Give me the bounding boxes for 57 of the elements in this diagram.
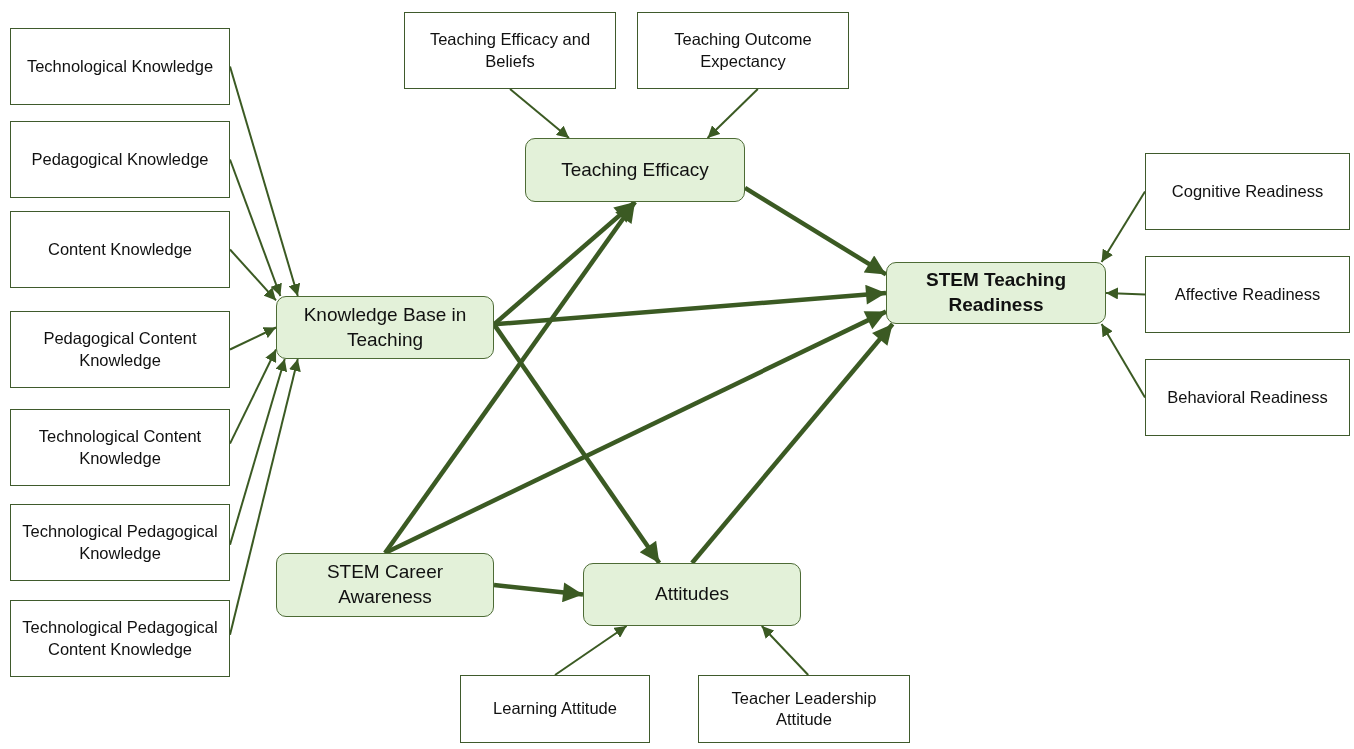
arrow [229,248,277,302]
construct-box [276,296,494,359]
node-label: Teacher Leadership Attitude [730,687,878,730]
node-label: Technological Pedagogical Content Knowledge [21,617,219,660]
node-label: STEM Teaching Readiness [924,268,1068,317]
node-label: Behavioral Readiness [1167,386,1328,408]
arrow [229,358,301,636]
construct-box [583,563,801,626]
node-label: Technological Content Knowledge [37,426,203,469]
indicator-box [10,504,230,581]
node-label: Attitudes [655,582,729,607]
arrow [229,65,301,297]
node-label: Learning Attitude [493,698,617,720]
indicator-box [10,409,230,486]
node-label: Knowledge Base in Teaching [302,302,468,352]
indicator-box [1145,153,1350,230]
node-label: Cognitive Readiness [1171,180,1324,202]
arrow [229,358,288,546]
construct-box [886,262,1106,324]
node-label: Technological Knowledge [26,55,214,77]
indicator-box [10,121,230,198]
construct-box [525,138,745,202]
indicator-box [637,12,849,89]
arrow [690,322,895,565]
node-label: Teaching Outcome Expectancy [673,29,813,72]
arrow [383,200,637,555]
arrow [1100,323,1146,399]
node-label: Affective Readiness [1174,283,1321,305]
indicator-box [1145,256,1350,333]
indicator-box [404,12,616,89]
node-label: Pedagogical Knowledge [31,148,209,170]
arrow [509,88,570,139]
node-label: Content Knowledge [48,238,192,260]
arrow [1100,190,1146,263]
node-label: Pedagogical Content Knowledge [42,328,198,371]
arrow [743,186,888,277]
node-label: Technological Pedagogical Knowledge [21,521,219,564]
indicator-box [10,211,230,288]
arrow [760,625,810,676]
indicator-box [698,675,910,743]
indicator-box [10,600,230,677]
arrow [229,348,277,445]
node-label: Teaching Efficacy [561,157,709,182]
node-label: Teaching Efficacy and Beliefs [428,29,592,72]
arrow [493,582,584,603]
indicator-box [10,28,230,105]
arrow [229,158,282,297]
arrow [492,323,662,565]
indicator-box [1145,359,1350,436]
indicator-box [460,675,650,743]
arrow [554,625,628,676]
construct-box [276,553,494,617]
indicator-box [10,311,230,388]
arrow [229,326,277,351]
node-label: STEM Career Awareness [325,560,445,609]
arrow [1105,287,1146,300]
arrow [706,88,759,139]
